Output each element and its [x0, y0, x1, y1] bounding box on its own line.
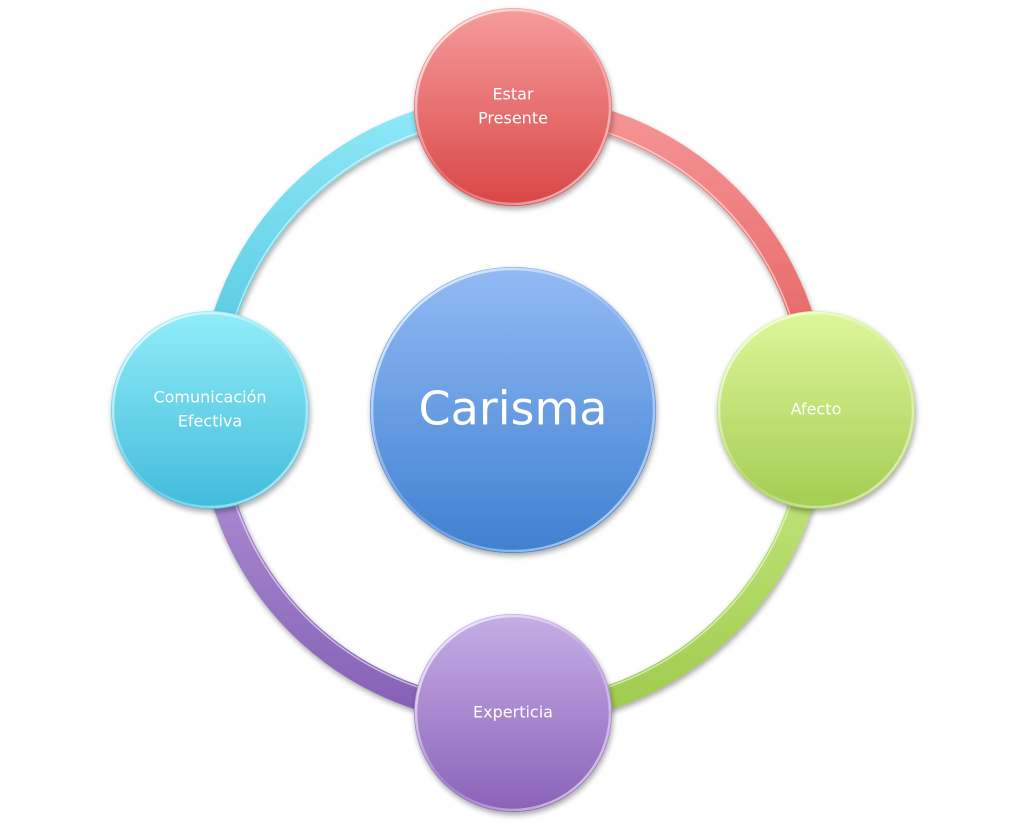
- node-rim-afecto: [717, 311, 915, 509]
- center-circle: Carisma: [370, 267, 656, 553]
- node-disc-comunicacion-efectiva: [111, 311, 309, 509]
- center-circle-disc: [370, 267, 656, 553]
- node-experticia: Experticia: [414, 614, 612, 812]
- node-label-comunicacion-efectiva: Comunicación: [153, 388, 266, 407]
- center-label: Carisma: [419, 382, 608, 436]
- node-label-afecto: Afecto: [791, 400, 842, 419]
- node-disc-afecto: [717, 311, 915, 509]
- node-rim-comunicacion-efectiva: [111, 311, 309, 509]
- node-label-estar-presente: Presente: [478, 109, 548, 128]
- node-rim-experticia: [414, 614, 612, 812]
- node-disc-experticia: [414, 614, 612, 812]
- node-disc-estar-presente: [414, 8, 612, 206]
- node-afecto: Afecto: [717, 311, 915, 509]
- node-label-estar-presente: Estar: [492, 85, 534, 104]
- node-label-comunicacion-efectiva: Efectiva: [178, 412, 242, 431]
- node-rim-estar-presente: [414, 8, 612, 206]
- center-circle-rim: [370, 267, 656, 553]
- node-label-experticia: Experticia: [473, 703, 553, 722]
